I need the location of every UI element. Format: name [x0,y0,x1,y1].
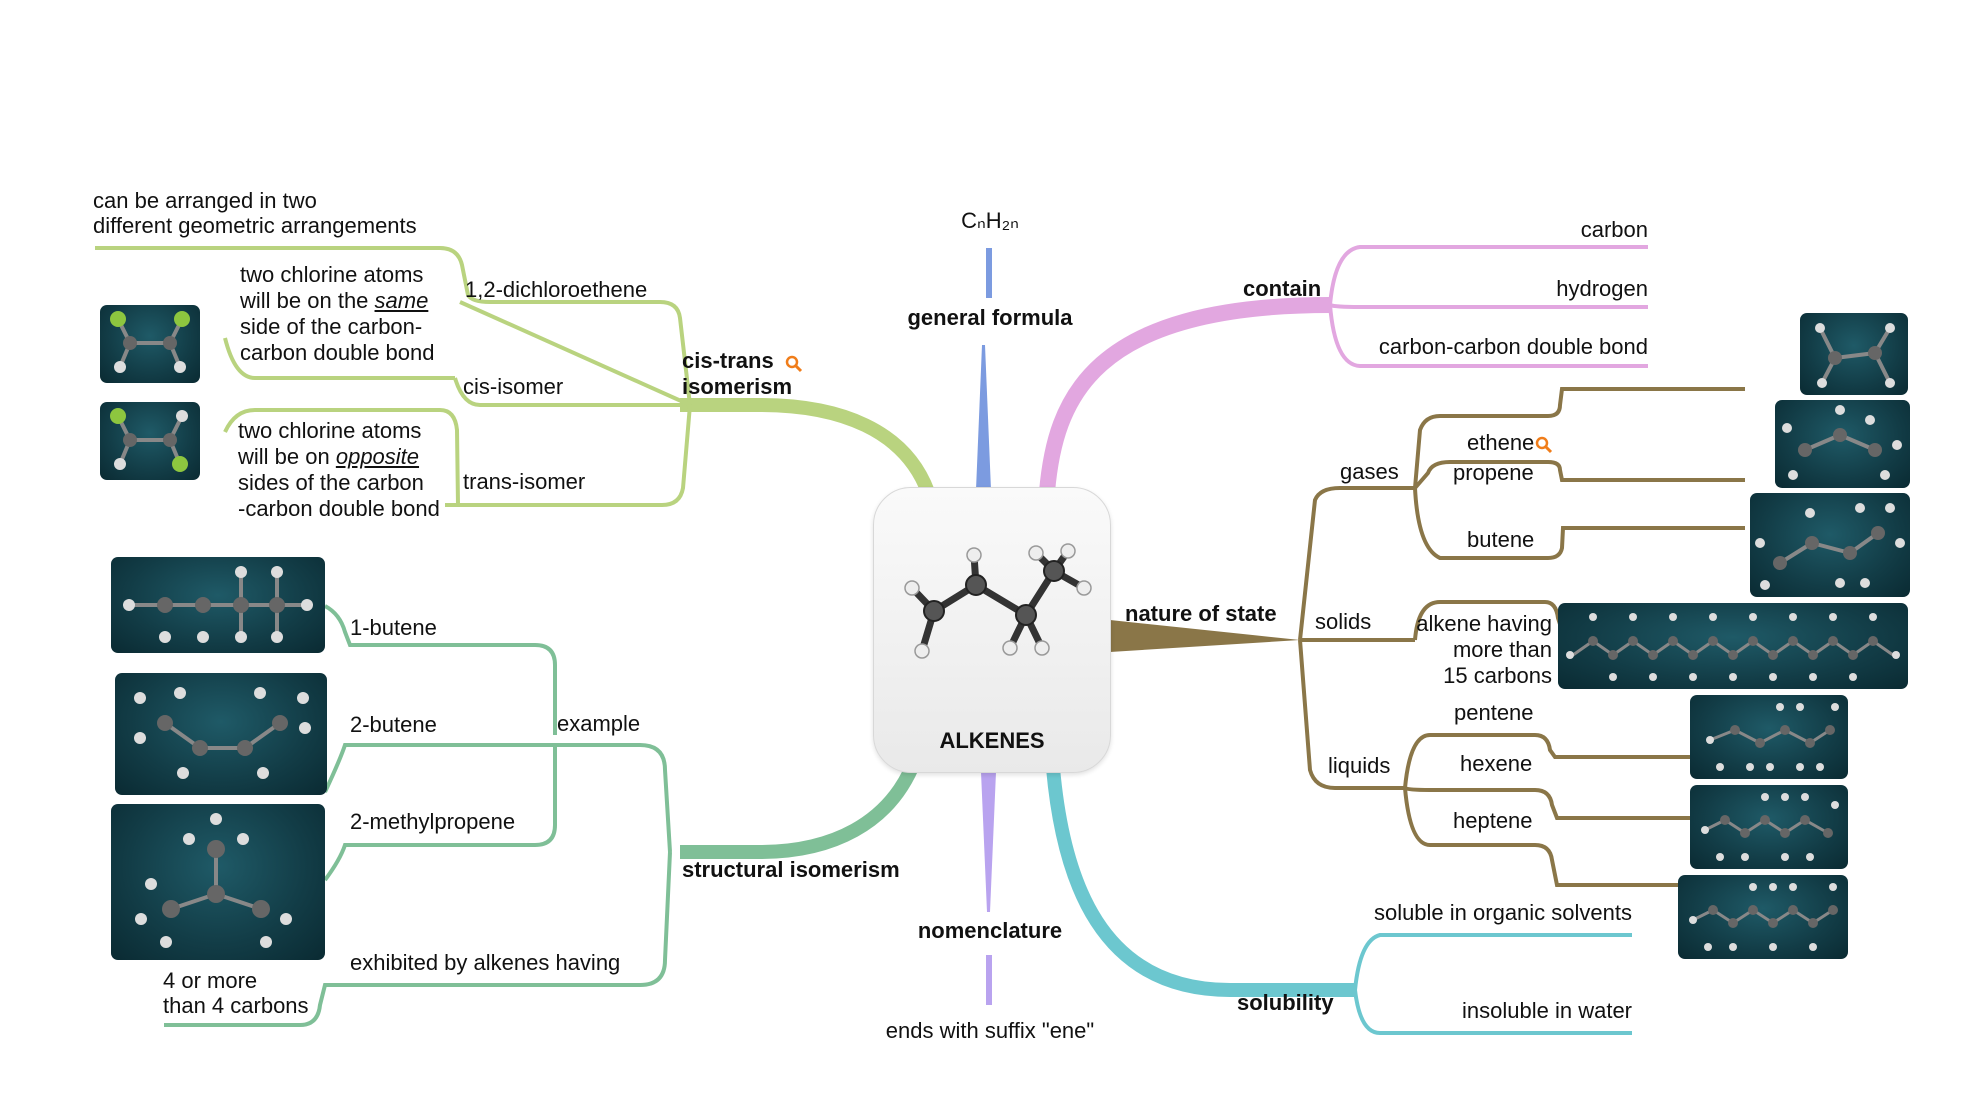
solubility-item-organic: soluble in organic solvents [1373,900,1632,925]
nomenclature-label[interactable]: nomenclature [917,918,1063,943]
solubility-item-water: insoluble in water [1462,998,1632,1023]
propene-molecule-icon[interactable] [1775,400,1910,488]
trans-dichloroethene-molecule-icon[interactable] [100,402,200,480]
branch-solubility [1046,767,1355,997]
general-formula-label[interactable]: general formula [907,305,1073,330]
general-formula-value: CₙH₂ₙ [961,208,1019,233]
solubility-label[interactable]: solubility [1237,990,1334,1015]
solids-label[interactable]: solids [1315,609,1372,634]
cis-trans-label[interactable]: cis-trans isomerism [682,348,793,400]
butene-molecule-icon [886,513,1098,693]
example-1-butene[interactable]: 1-butene [350,615,437,640]
cis-trans-note: can be arranged in two different geometr… [93,188,417,238]
heptene-molecule-icon[interactable] [1678,875,1848,959]
ethene-molecule-icon[interactable] [1800,313,1908,395]
cis-dichloroethene-molecule-icon[interactable] [100,305,200,383]
nomenclature-detail: ends with suffix "ene" [885,1018,1095,1043]
trans-description: two chlorine atoms will be on opposite s… [238,418,440,521]
dichloroethene-label[interactable]: 1,2-dichloroethene [465,277,648,302]
liquids-label[interactable]: liquids [1328,753,1391,778]
trans-isomer-label[interactable]: trans-isomer [463,469,586,494]
gas-item-ethene[interactable]: ethene [1467,430,1535,455]
cis-description: two chlorine atoms will be on the same s… [240,262,435,365]
2-butene-molecule-icon[interactable] [115,673,327,795]
contain-label[interactable]: contain [1243,276,1322,301]
contain-item-hydrogen: hydrogen [1556,276,1648,301]
liquid-item-heptene[interactable]: heptene [1453,808,1533,833]
1-butene-molecule-icon[interactable] [111,557,325,653]
nature-of-state-label[interactable]: nature of state [1125,601,1277,626]
branch-cis-trans [680,398,935,495]
liquid-item-hexene[interactable]: hexene [1460,751,1533,776]
central-title: ALKENES [939,728,1045,753]
magnifier-icon[interactable] [785,355,803,373]
carbon-count-note: 4 or more than 4 carbons [163,968,309,1018]
2-methylpropene-molecule-icon[interactable] [111,804,325,960]
contain-item-double-bond: carbon-carbon double bond [1378,334,1648,359]
branch-nomenclature [981,772,996,912]
example-2-methylpropene[interactable]: 2-methylpropene [350,809,516,834]
hexene-molecule-icon[interactable] [1690,785,1848,869]
gas-item-propene[interactable]: propene [1453,460,1534,485]
branch-structural [680,757,922,859]
example-label[interactable]: example [557,711,641,736]
example-2-butene[interactable]: 2-butene [350,712,437,737]
gases-label[interactable]: gases [1340,459,1399,484]
gas-item-butene[interactable]: butene [1467,527,1535,552]
branch-contain [1039,297,1331,493]
liquid-item-pentene[interactable]: pentene [1454,700,1534,725]
exhibited-label[interactable]: exhibited by alkenes having [350,950,621,975]
magnifier-icon[interactable] [1535,436,1553,454]
solids-detail: alkene having more than 15 carbons [1416,611,1552,688]
butene-molecule-icon[interactable] [1750,493,1910,597]
contain-item-carbon: carbon [1580,217,1648,242]
branch-nature [1110,620,1300,652]
branch-general-formula [976,345,991,490]
long-chain-alkene-molecule-icon[interactable] [1558,603,1908,689]
structural-isomerism-label[interactable]: structural isomerism [682,857,900,882]
central-node[interactable]: ALKENES [873,487,1111,773]
cis-isomer-label[interactable]: cis-isomer [463,374,564,399]
pentene-molecule-icon[interactable] [1690,695,1848,779]
